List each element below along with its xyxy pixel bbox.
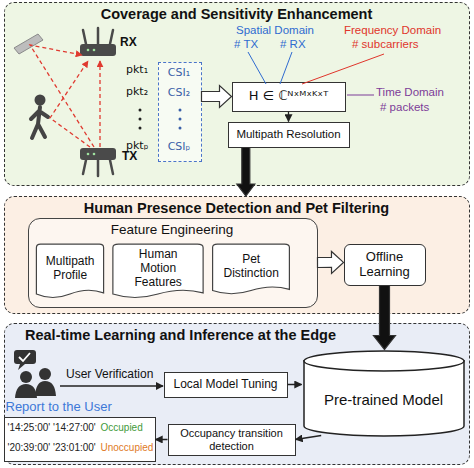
stage-panel: Human Presence Detection and Pet Filteri… (4, 196, 470, 314)
node-label: Pet Distinction (221, 253, 281, 281)
node-label: Pre-trained Model (324, 391, 443, 408)
document-outline (113, 244, 203, 297)
document-outline (37, 244, 104, 297)
status-text: Occupied (101, 422, 143, 434)
group-box: Feature EngineeringMultipath Profile Huma… (28, 218, 318, 308)
dimension-label: # TX (234, 38, 258, 51)
domain-label: Time Domain (376, 86, 444, 99)
node-label: H ∈ ℂᴺˣᴹˣᴷˣᵀ (249, 89, 328, 104)
node-label: Multipath Resolution (236, 128, 340, 141)
process-box: Offline Learning (344, 244, 426, 286)
device-label: TX (122, 150, 137, 164)
feature-box: Pet Distinction (211, 243, 291, 297)
csi-stack: CSI₁ CSI₂ CSIₚ (158, 62, 202, 162)
node-label: Multipath Profile (39, 255, 101, 283)
time-range: '14:25:00' '14:27:00' (8, 422, 96, 434)
csi-label: CSI₂ (159, 87, 200, 100)
document-outline (213, 244, 290, 294)
packet-label: pkt₁ (126, 64, 148, 77)
dimension-label: # RX (280, 38, 306, 51)
panel-title: Human Presence Detection and Pet Filteri… (5, 200, 468, 217)
process-box: Local Model Tuning (164, 372, 288, 398)
domain-label: Spatial Domain (236, 24, 314, 37)
feature-box: Multipath Profile (35, 243, 105, 301)
tensor-box: H ∈ ℂᴺˣᴹˣᴷˣᵀ (232, 82, 346, 112)
panel-title: Coverage and Sensitivity Enhancement (5, 6, 468, 23)
report-box: Report to the User '14:25:00' '14:27:00' O… (4, 400, 156, 462)
panel-title: Real-time Learning and Inference at the … (25, 327, 445, 344)
group-title: Feature Engineering (29, 222, 316, 238)
flow-label: User Verification (66, 368, 153, 382)
status-text: Unoccupied (101, 442, 154, 454)
node-label: Occupancy transition detection (172, 427, 292, 452)
process-box: Multipath Resolution (228, 122, 350, 148)
device-label: RX (120, 36, 137, 50)
csi-label: CSIₚ (159, 141, 200, 154)
node-label: Human Motion Features (128, 248, 188, 289)
process-box: Occupancy transition detection (168, 424, 296, 456)
feature-box: Human Motion Features (111, 243, 205, 301)
csi-label: CSI₁ (159, 67, 200, 80)
report-title: Report to the User (6, 400, 156, 415)
database-cylinder: Pre-trained Model (302, 350, 466, 436)
stage-panel: Real-time Learning and Inference at the … (4, 323, 470, 465)
node-label: Local Model Tuning (173, 378, 277, 392)
dimension-label: # packets (380, 101, 429, 114)
node-label: Offline Learning (350, 250, 420, 280)
dimension-label: # subcarriers (352, 38, 418, 51)
packet-label: pkt₂ (126, 86, 148, 99)
cylinder-top (304, 351, 464, 371)
packet-label: pktₚ (126, 140, 148, 153)
domain-label: Frequency Domain (344, 24, 441, 37)
time-range: '20:39:00' '23:01:00' (8, 442, 96, 454)
